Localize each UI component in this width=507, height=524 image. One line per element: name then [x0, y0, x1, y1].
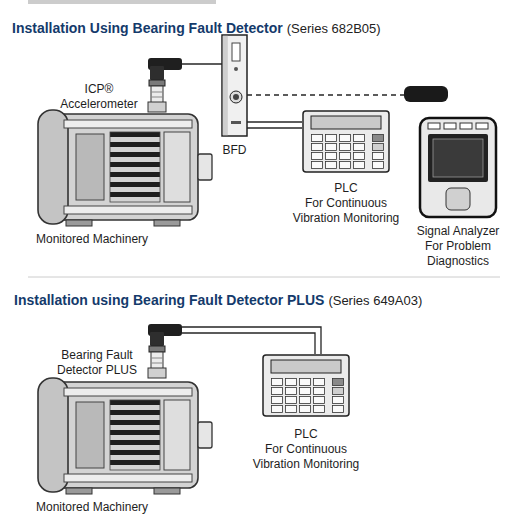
wire-line	[247, 121, 302, 122]
caption-block: BFD	[202, 143, 267, 158]
motor: Monitored Machinery	[36, 110, 212, 226]
node-caption: For Continuous Vibration Monitoring	[248, 442, 364, 472]
section-heading: Installation using Bearing Fault Detecto…	[14, 292, 324, 308]
analyzer-button	[476, 123, 488, 129]
motor: Monitored Machinery	[36, 378, 212, 494]
output-cable	[182, 327, 321, 354]
analyzer-button	[444, 123, 456, 129]
node-label: BFD	[202, 143, 267, 158]
analyzer-pad	[446, 188, 470, 210]
caption-block: Signal AnalyzerFor Problem Diagnostics	[410, 224, 506, 269]
caption-block: Bearing Fault Detector PLUS	[52, 348, 142, 378]
analyzer-screen	[428, 134, 488, 182]
top-edge-bar	[28, 0, 216, 4]
plc: PLCFor Continuous Vibration Monitoring	[302, 110, 390, 173]
caption-block: PLCFor Continuous Vibration Monitoring	[288, 181, 404, 226]
node-label: ICP® Accelerometer	[56, 82, 142, 112]
motor-drawing	[38, 378, 212, 494]
accelerometer-drawing	[148, 58, 182, 112]
sensor-drawing	[148, 324, 182, 378]
bfd-led	[234, 67, 238, 71]
wire-line	[182, 333, 315, 354]
bfd-drawing	[222, 35, 247, 136]
bfd-connector	[230, 91, 242, 103]
bfd-case	[222, 35, 247, 136]
plc-drawing	[263, 355, 349, 416]
accelerometer: ICP® Accelerometer	[148, 58, 182, 112]
bfd-strip	[223, 36, 228, 135]
node-label: PLC	[248, 427, 364, 442]
node-caption: For Problem Diagnostics	[410, 239, 506, 269]
heading-line: Installation using Bearing Fault Detecto…	[14, 291, 422, 309]
node-label: Bearing Fault Detector PLUS	[52, 348, 142, 378]
analyzer-probe	[404, 86, 448, 102]
bfd-terminal	[231, 121, 241, 124]
signal-analyzer: Signal AnalyzerFor Problem Diagnostics	[404, 84, 497, 218]
caption-block: PLCFor Continuous Vibration Monitoring	[248, 427, 364, 472]
signal-cable	[182, 64, 222, 65]
bfd-connector-pin	[233, 94, 239, 100]
node-label: PLC	[288, 181, 404, 196]
output-cable	[247, 122, 302, 128]
heading-line: Installation Using Bearing Fault Detecto…	[12, 19, 381, 37]
wire-line	[182, 327, 321, 354]
bfd-window	[232, 43, 240, 61]
wire-line	[182, 63, 222, 64]
bfd-module: BFD	[222, 35, 247, 136]
section-heading: Installation Using Bearing Fault Detecto…	[12, 20, 283, 36]
caption-block: ICP® Accelerometer	[56, 82, 142, 112]
caption-block: Monitored Machinery	[36, 232, 212, 247]
plc-drawing	[303, 111, 389, 172]
node-label: Monitored Machinery	[36, 500, 212, 515]
analyzer-button	[460, 123, 472, 129]
series-number: (Series 682B05)	[287, 21, 381, 36]
section-divider	[28, 277, 500, 278]
analyzer-button	[428, 123, 440, 129]
series-number: (Series 649A03)	[328, 293, 422, 308]
node-label: Monitored Machinery	[36, 232, 212, 247]
plc: PLCFor Continuous Vibration Monitoring	[262, 354, 350, 417]
node-label: Signal Analyzer	[410, 224, 506, 239]
wire-line	[247, 94, 404, 96]
motor-drawing	[38, 110, 212, 226]
analyzer-screen-inner	[433, 139, 483, 177]
buffered-output-link	[247, 95, 404, 96]
analyzer-drawing	[404, 86, 496, 217]
wire-line	[247, 127, 302, 128]
bfd-plus-sensor: Bearing Fault Detector PLUS	[148, 324, 182, 378]
caption-block: Monitored Machinery	[36, 500, 212, 515]
node-caption: For Continuous Vibration Monitoring	[288, 196, 404, 226]
analyzer-body	[420, 118, 496, 217]
